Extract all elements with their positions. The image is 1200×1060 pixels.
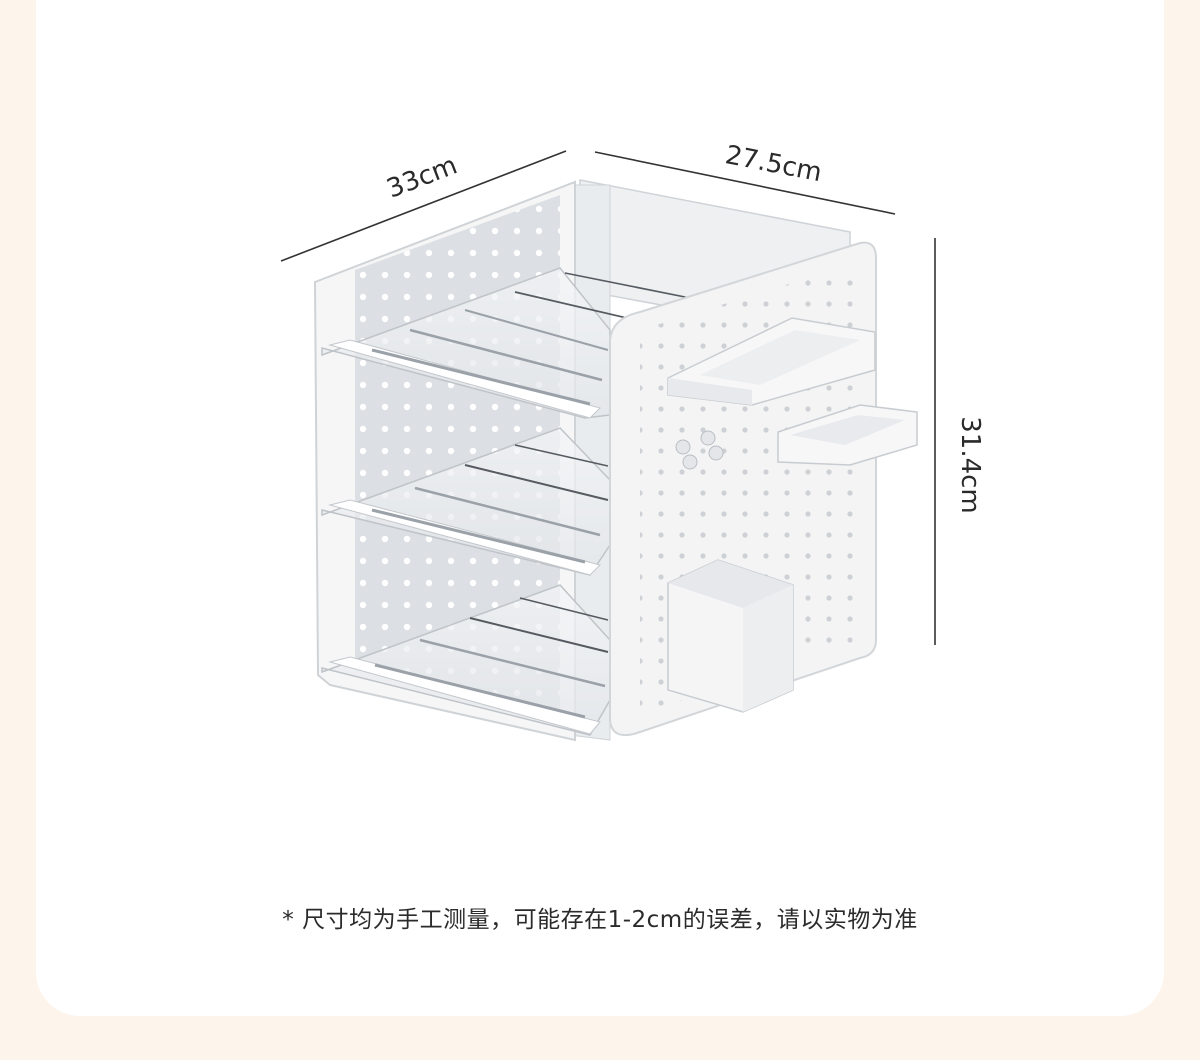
top-accessory-tray <box>667 317 876 406</box>
organizer-body <box>313 179 918 742</box>
dimension-lines <box>280 150 936 645</box>
depth-dimension-line <box>594 151 896 215</box>
width-dimension-line <box>280 150 567 262</box>
pen-cup <box>667 559 794 713</box>
product-illustration: 33cm 27.5cm 31.4cm <box>280 140 985 742</box>
peg-hooks <box>675 430 724 470</box>
drawer-bottom <box>321 584 611 736</box>
drawer-middle <box>321 427 611 576</box>
side-accessory-tray <box>777 404 918 466</box>
height-label: 31.4cm <box>955 416 985 514</box>
drawer-top <box>321 267 701 419</box>
measurement-note: * 尺寸均为手工测量，可能存在1-2cm的误差，请以实物为准 <box>282 907 918 933</box>
